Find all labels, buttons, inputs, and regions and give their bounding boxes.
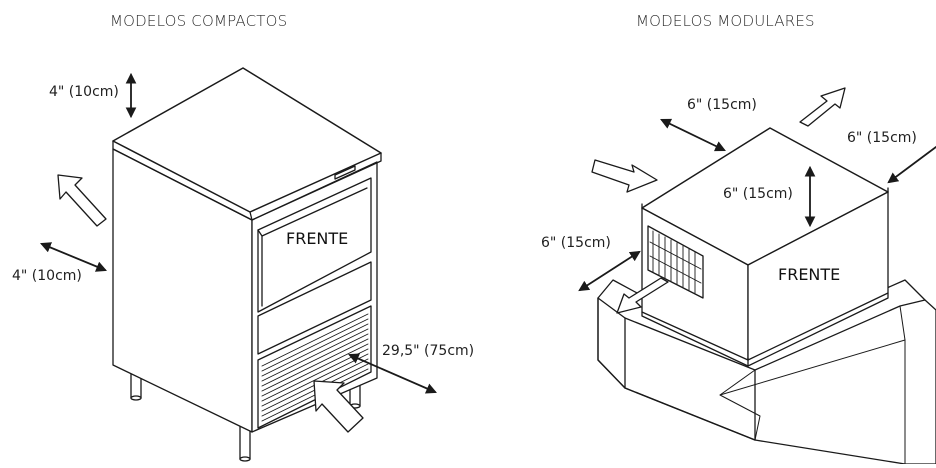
compact-airflow-out-arrow: [57, 174, 107, 227]
compact-top-clearance-label: 4" (10cm): [49, 84, 119, 100]
compact-machine: [112, 67, 382, 462]
compact-rear-clearance-arrow: [348, 353, 437, 394]
title-modular-models: MODELOS MODULARES: [636, 12, 815, 30]
modular-left-clearance-label: 6" (15cm): [541, 235, 611, 251]
modular-airflow-out-arrow: [799, 87, 846, 127]
compact-rear-clearance-label: 29,5" (75cm): [382, 343, 475, 359]
modular-right-clearance-arrow: [887, 146, 936, 184]
title-compact-models: MODELOS COMPACTOS: [110, 12, 288, 30]
modular-airflow-side-arrow: [616, 277, 669, 314]
modular-left-clearance-arrow: [578, 250, 641, 292]
modular-back-clearance-arrow: [660, 118, 726, 152]
compact-side-clearance-arrow: [40, 242, 107, 272]
modular-right-clearance-label: 6" (15cm): [847, 130, 917, 146]
modular-front-label: FRENTE: [778, 265, 841, 284]
modular-back-clearance-label: 6" (15cm): [687, 97, 757, 113]
compact-side-clearance-label: 4" (10cm): [12, 268, 82, 284]
modular-airflow-in-arrow: [591, 159, 658, 193]
modular-machine: [641, 127, 889, 367]
compact-front-label: FRENTE: [286, 229, 349, 248]
compact-door: [257, 177, 372, 313]
compact-airflow-in-arrow: [313, 380, 364, 433]
modular-top-clearance-label: 6" (15cm): [723, 186, 793, 202]
